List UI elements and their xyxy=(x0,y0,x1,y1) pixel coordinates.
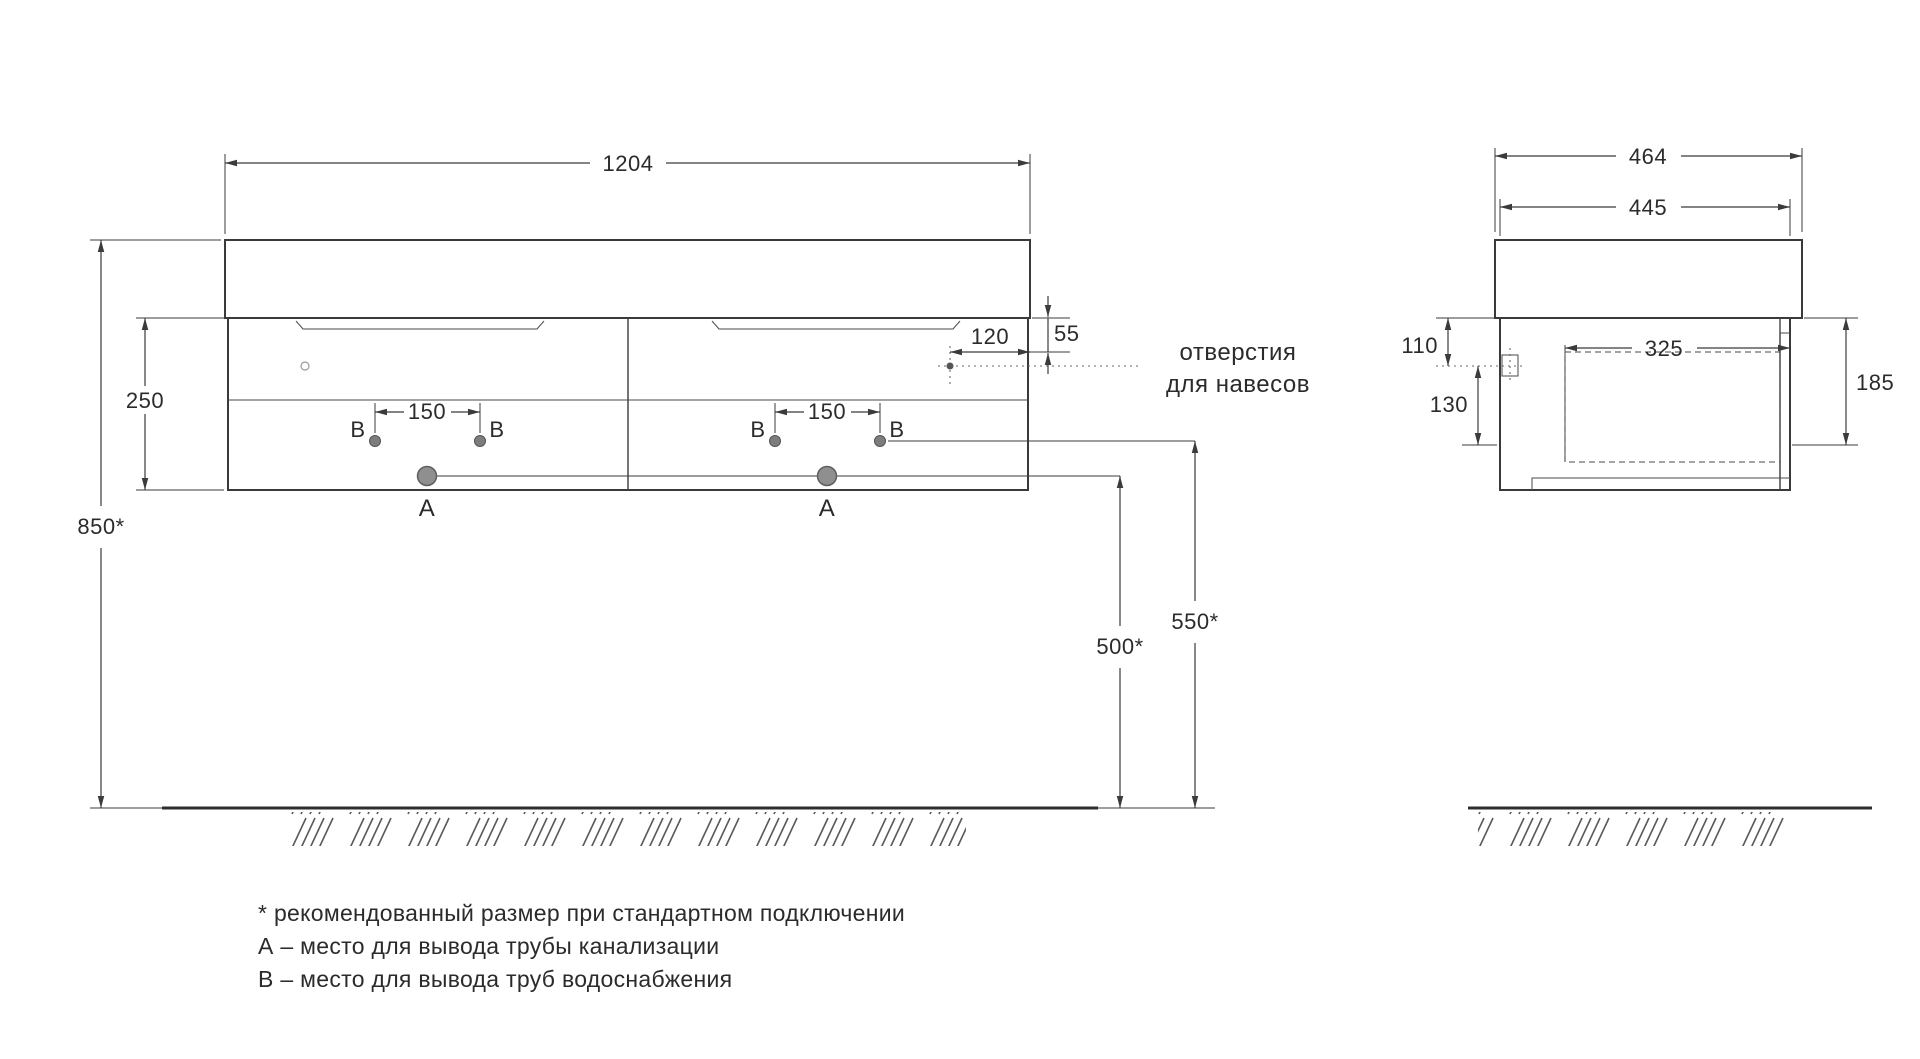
legend: * рекомендованный размер при стандартном… xyxy=(258,900,905,992)
floor-hatching-right xyxy=(1478,812,1794,846)
dim-side-hanger-span-value: 130 xyxy=(1430,392,1468,417)
dim-top-to-hanger-value: 55 xyxy=(1054,321,1079,346)
dim-side-hanger-from-top-value: 110 xyxy=(1401,333,1438,358)
dim-front-body-height-value: 250 xyxy=(126,388,164,413)
side-bottom-shelf xyxy=(1531,477,1790,490)
dim-front-width: 1204 xyxy=(224,151,1031,234)
label-b-2: В xyxy=(489,417,504,442)
dim-front-mount-height: 850* xyxy=(77,239,221,809)
side-view: 464 445 325 110 130 xyxy=(1401,144,1894,491)
label-b-4: В xyxy=(889,417,904,442)
water-hole-b-1 xyxy=(369,435,381,447)
label-b-1: В xyxy=(350,417,365,442)
dim-drain-outlet-height: 500* xyxy=(1096,476,1143,808)
water-hole-b-3 xyxy=(769,435,781,447)
dim-hanger-inset-value: 120 xyxy=(971,324,1009,349)
dim-side-inner-height-value: 185 xyxy=(1856,370,1894,395)
hanger-note-line2: для навесов xyxy=(1166,371,1310,398)
legend-note-b: В – место для вывода труб водоснабжения xyxy=(258,966,732,992)
legend-note-a: А – место для вывода трубы канализации xyxy=(258,933,719,959)
hanger-note-line1: отверстия xyxy=(1180,339,1297,366)
label-b-3: В xyxy=(750,417,765,442)
side-cabinet-body xyxy=(1499,317,1791,491)
side-drawer-dashed-outline xyxy=(1564,351,1781,463)
front-countertop xyxy=(224,239,1031,319)
dim-b-spacing-left-value: 150 xyxy=(408,399,446,424)
water-hole-b-4 xyxy=(874,435,886,447)
front-handle-groove-right xyxy=(711,320,961,330)
dim-side-hanger-span: 130 xyxy=(1430,366,1497,446)
dim-water-outlet-height: 550* xyxy=(1171,441,1218,808)
dim-side-inner-height: 185 xyxy=(1792,317,1894,446)
dim-side-hanger-from-top: 110 xyxy=(1401,317,1497,366)
dim-side-depth-total-value: 464 xyxy=(1629,144,1667,169)
dim-b-spacing-right-value: 150 xyxy=(808,399,846,424)
dim-water-outlet-height-value: 550* xyxy=(1171,609,1218,634)
dim-side-drawer-depth-value: 325 xyxy=(1645,336,1683,361)
drain-hole-a-1 xyxy=(416,465,438,487)
dim-side-depth-body-value: 445 xyxy=(1629,195,1667,220)
drain-hole-a-2 xyxy=(816,465,838,487)
dim-front-mount-height-value: 850* xyxy=(77,514,124,539)
label-a-1: А xyxy=(419,495,436,522)
dim-top-to-hanger: 55 xyxy=(1030,296,1079,374)
side-handle-notch xyxy=(1779,318,1790,334)
dim-b-spacing-left: 150 xyxy=(374,399,481,433)
front-view: отверстия для навесов В В В В А А 1204 xyxy=(77,151,1310,809)
dim-side-depth-total: 464 xyxy=(1494,144,1803,232)
dim-side-depth-body: 445 xyxy=(1499,195,1791,236)
dim-front-body-height: 250 xyxy=(126,317,224,491)
dim-b-spacing-right: 150 xyxy=(774,399,881,433)
ground xyxy=(162,806,1872,846)
floor-hatching-left xyxy=(278,812,966,846)
dim-front-width-value: 1204 xyxy=(603,151,654,176)
dim-hanger-inset: 120 xyxy=(950,324,1030,356)
hanger-hole-left xyxy=(300,361,310,371)
hanger-hole-right xyxy=(946,362,954,370)
dim-drain-outlet-height-value: 500* xyxy=(1096,634,1143,659)
water-hole-b-2 xyxy=(474,435,486,447)
side-countertop xyxy=(1494,239,1803,319)
front-handle-groove-left xyxy=(295,320,545,330)
dim-side-drawer-depth: 325 xyxy=(1565,336,1790,361)
legend-note-recommended: * рекомендованный размер при стандартном… xyxy=(258,900,905,926)
label-a-2: А xyxy=(819,495,836,522)
